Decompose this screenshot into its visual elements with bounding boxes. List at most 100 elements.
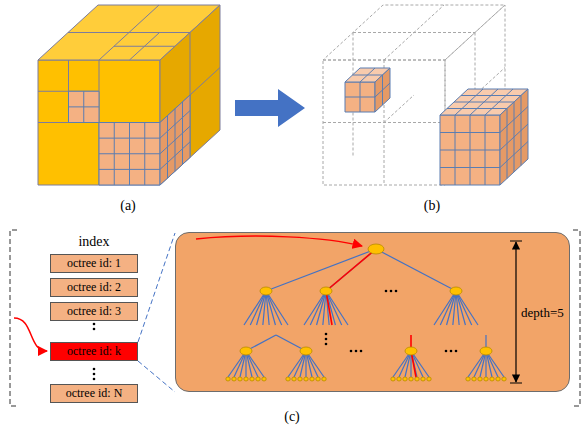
tree-branch xyxy=(456,291,472,325)
wire-face xyxy=(323,5,505,60)
ellipsis-dot xyxy=(350,350,353,353)
tree-branch xyxy=(304,291,326,325)
ellipsis-dot xyxy=(93,323,96,326)
leaf-cells xyxy=(99,123,160,186)
tree-branch xyxy=(326,291,342,325)
selected-entry: octree id: k xyxy=(50,342,138,361)
tree-node xyxy=(300,347,312,355)
tree-node xyxy=(490,377,494,381)
wire-face xyxy=(323,60,445,185)
tree-node xyxy=(427,377,431,381)
ellipsis-dot xyxy=(455,350,458,353)
tree-node xyxy=(472,377,476,381)
ellipsis-dot xyxy=(325,338,328,341)
ellipsis-dot xyxy=(93,368,96,371)
panel-label: (a) xyxy=(120,198,136,214)
leaf-cells xyxy=(160,95,190,185)
tree-node xyxy=(403,377,407,381)
ellipsis-dot xyxy=(355,350,358,353)
tree-node xyxy=(298,377,302,381)
tree-branch xyxy=(326,291,348,325)
tree-node xyxy=(405,347,417,355)
tree-node xyxy=(484,377,488,381)
panel-label: (b) xyxy=(424,198,440,214)
tree-branch xyxy=(257,291,266,325)
tree-node xyxy=(262,377,266,381)
tree-node xyxy=(316,377,320,381)
cell-edge xyxy=(353,32,475,33)
cell-edge xyxy=(345,97,375,98)
leaf-cells xyxy=(500,89,528,185)
cell-edge xyxy=(440,167,500,168)
depth-dimension xyxy=(515,242,516,382)
tree-node xyxy=(502,377,506,381)
zoom-line xyxy=(138,233,175,342)
ellipsis-dot xyxy=(395,290,398,293)
ellipsis-dot xyxy=(93,378,96,381)
cell-edge xyxy=(500,124,528,150)
cell-edge xyxy=(375,83,390,97)
tree-branch xyxy=(266,291,288,325)
leaf-cells xyxy=(69,91,100,122)
lookup-arrow xyxy=(14,318,47,351)
tree-node xyxy=(226,377,230,381)
ellipsis-dot xyxy=(450,350,453,353)
ellipsis-dot xyxy=(385,290,388,293)
octree-tree xyxy=(176,233,571,393)
tree-node xyxy=(450,287,462,295)
tree-branch xyxy=(510,383,522,384)
zoom-line xyxy=(138,361,175,392)
entry-label: octree id: 1 xyxy=(67,256,121,271)
tree-branch xyxy=(326,249,376,291)
tree-branch xyxy=(263,291,266,325)
index-entry: octree id: 1 xyxy=(50,254,138,273)
tree-branch xyxy=(323,291,326,325)
tree-node xyxy=(250,377,254,381)
query-path xyxy=(326,249,376,291)
cell-edge xyxy=(114,46,175,47)
tree-node xyxy=(397,377,401,381)
cell-edge xyxy=(454,102,514,103)
tree-node xyxy=(244,377,248,381)
cell-edge xyxy=(461,95,521,96)
ellipsis-dot xyxy=(445,350,448,353)
occupied-block xyxy=(440,89,528,185)
occupied-block xyxy=(345,68,390,112)
index-entry: octree id: N xyxy=(50,384,138,403)
cell-edge xyxy=(160,126,190,154)
entry-label: octree id: 3 xyxy=(67,304,121,319)
tree-node xyxy=(304,377,308,381)
tree-branch xyxy=(510,241,522,242)
index-entry: octree id: 2 xyxy=(50,278,138,297)
tree-node xyxy=(480,347,492,355)
tree-branch xyxy=(244,291,266,325)
leaf-cells xyxy=(375,68,390,112)
tree-node xyxy=(232,377,236,381)
entry-label: octree id: 2 xyxy=(67,280,121,295)
tree-node xyxy=(320,287,332,295)
leaf-cells xyxy=(345,82,375,112)
ellipsis-dot xyxy=(325,333,328,336)
tree-node xyxy=(368,244,384,254)
tree-node xyxy=(391,377,395,381)
query-path xyxy=(326,291,332,325)
tree-node xyxy=(260,287,272,295)
ellipsis-dot xyxy=(93,328,96,331)
octree-panel: depth=5 xyxy=(175,232,570,392)
tree-branch xyxy=(440,291,456,325)
tree-branch xyxy=(250,291,266,325)
tree-node xyxy=(322,377,326,381)
cell-edge xyxy=(99,169,160,170)
cell-edge xyxy=(353,75,383,76)
entry-label: octree id: N xyxy=(66,386,123,401)
ellipsis-dot xyxy=(325,343,328,346)
cell-edge xyxy=(500,142,528,168)
tree-branch xyxy=(434,291,456,325)
tree-node xyxy=(478,377,482,381)
tree-branch xyxy=(456,291,478,325)
sparse-octree xyxy=(323,5,528,185)
tree-branch xyxy=(310,291,326,325)
tree-node xyxy=(292,377,296,381)
panel-label: (c) xyxy=(284,409,300,425)
